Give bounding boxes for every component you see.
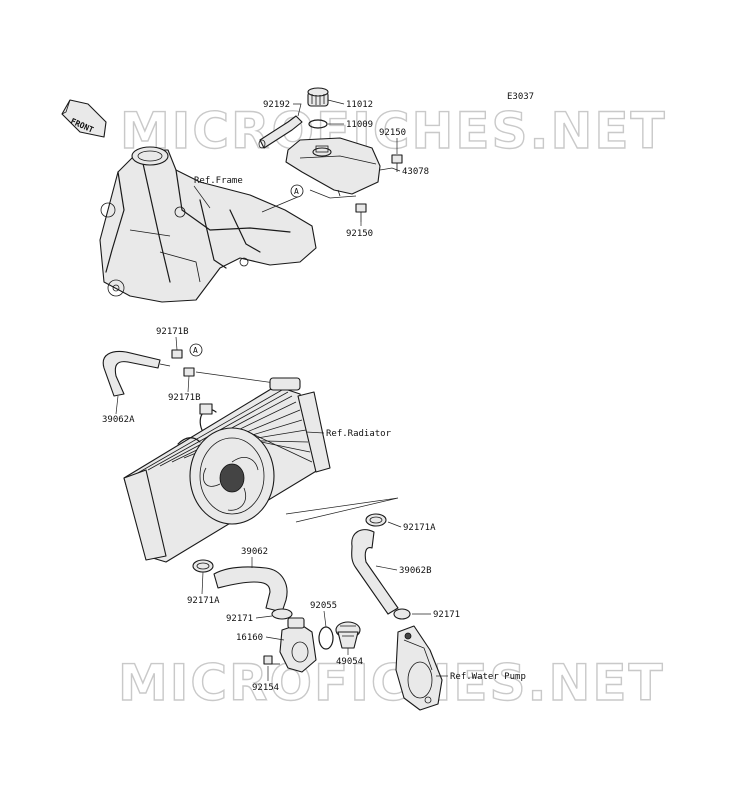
reservoir-cap-part bbox=[307, 87, 329, 107]
ref-water-pump-label: Ref.Water Pump bbox=[450, 672, 526, 682]
label-92171-right: 92171 bbox=[433, 610, 460, 620]
front-arrow-icon: FRONT bbox=[61, 99, 107, 138]
label-11009: 11009 bbox=[346, 120, 373, 130]
svg-text:A: A bbox=[193, 346, 198, 355]
bolt-92154-part bbox=[263, 655, 280, 665]
marker-a-radiator: A bbox=[189, 343, 203, 357]
label-92171b-bottom: 92171B bbox=[168, 393, 201, 403]
label-16160: 16160 bbox=[236, 633, 263, 643]
label-92171b-top: 92171B bbox=[156, 327, 189, 337]
clamp-92171-right-part bbox=[393, 608, 411, 620]
bolt-92150-lower-part bbox=[355, 203, 367, 222]
hose-39062a-part bbox=[102, 350, 161, 397]
frame-assembly bbox=[99, 146, 317, 303]
diagram-code: E3037 bbox=[507, 92, 534, 102]
watermark-bottom: MICROFICHES.NET bbox=[118, 654, 665, 712]
svg-text:A: A bbox=[294, 187, 299, 196]
label-11012: 11012 bbox=[346, 100, 373, 110]
label-92154: 92154 bbox=[252, 683, 279, 693]
bolt-92150-right-part bbox=[391, 154, 403, 172]
ref-frame-label: Ref.Frame bbox=[194, 176, 243, 186]
label-92192: 92192 bbox=[263, 100, 290, 110]
label-92171a-left: 92171A bbox=[187, 596, 220, 606]
radiator-fan bbox=[177, 403, 275, 525]
reservoir-tank bbox=[285, 137, 381, 197]
label-92055: 92055 bbox=[310, 601, 337, 611]
label-92171a-right: 92171A bbox=[403, 523, 436, 533]
label-92171-left: 92171 bbox=[226, 614, 253, 624]
label-49054: 49054 bbox=[336, 657, 363, 667]
breather-hose-part bbox=[258, 115, 303, 149]
label-39062a: 39062A bbox=[102, 415, 135, 425]
ref-radiator-label: Ref.Radiator bbox=[326, 429, 392, 439]
hose-39062b-part bbox=[351, 529, 399, 615]
oring-11009-part bbox=[308, 119, 328, 129]
watermark-top: MICROFICHES.NET bbox=[120, 102, 667, 160]
label-92150-right: 92150 bbox=[379, 128, 406, 138]
thermostat-housing-part bbox=[279, 617, 317, 673]
clamp-92171a-left-part bbox=[192, 559, 214, 573]
water-pump-part bbox=[395, 625, 443, 711]
hose-39062-part bbox=[213, 566, 288, 613]
thermostat-part bbox=[335, 621, 361, 649]
label-92150-lower: 92150 bbox=[346, 229, 373, 239]
marker-a-top: A bbox=[290, 184, 304, 198]
clamp-92171b-upper-part bbox=[171, 349, 183, 359]
label-39062: 39062 bbox=[241, 547, 268, 557]
label-39062b: 39062B bbox=[399, 566, 432, 576]
clamp-92171b-lower-part bbox=[183, 367, 195, 377]
oring-92055-part bbox=[318, 626, 334, 650]
clamp-92171-left-part bbox=[271, 608, 293, 620]
clamp-92171a-right-part bbox=[365, 513, 387, 527]
label-43078: 43078 bbox=[402, 167, 429, 177]
